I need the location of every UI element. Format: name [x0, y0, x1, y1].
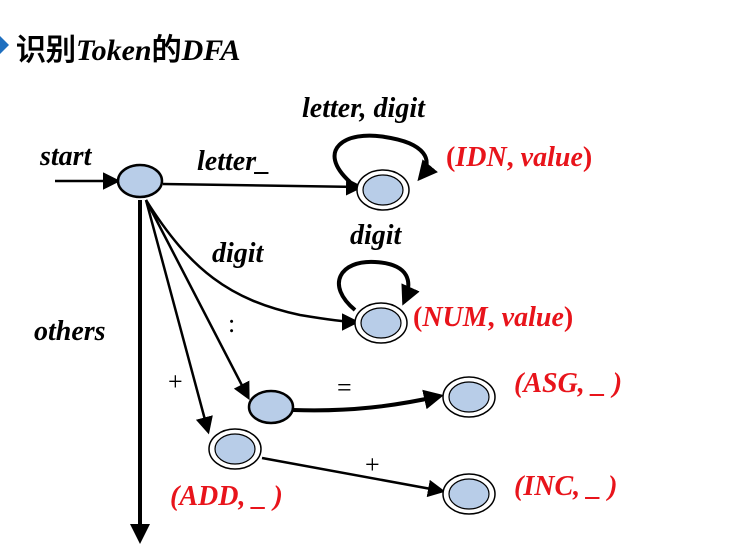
token-idn-sep: ,: [507, 142, 521, 173]
token-idn-open: (: [446, 142, 455, 173]
label-letter-underscore: letter_: [197, 146, 270, 177]
token-inc: (INC, _ ): [514, 471, 617, 502]
label-others: others: [34, 316, 106, 347]
token-num-close: ): [564, 302, 573, 333]
label-plus-left: +: [168, 367, 183, 396]
bullet-icon: [0, 36, 9, 54]
edge-digit: [144, 199, 360, 331]
label-digit-loop: digit: [350, 220, 403, 251]
token-num: (NUM, value): [413, 302, 573, 333]
state-asg-accept: [442, 376, 496, 418]
edge-plus-right: [261, 456, 446, 498]
state-inc-accept: [442, 473, 496, 515]
loop-letter-digit: [332, 133, 438, 184]
state-num-accept: [354, 302, 408, 344]
label-equals: =: [337, 373, 352, 402]
label-colon: :: [228, 309, 235, 338]
label-start: start: [39, 141, 93, 172]
loop-digit: [336, 259, 420, 312]
token-idn-value: value: [521, 142, 583, 173]
edge-letter-underscore: [162, 178, 364, 196]
label-plus-right: +: [365, 450, 380, 479]
title-part-4: DFA: [181, 34, 241, 67]
token-num-sep: ,: [488, 302, 502, 333]
state-add-accept: [208, 428, 262, 470]
token-num-name: NUM: [421, 302, 488, 333]
page-title: 识别Token的DFA: [16, 33, 241, 68]
token-num-value: value: [502, 302, 564, 333]
token-idn: (IDN, value): [446, 142, 592, 173]
edge-equals: [292, 389, 444, 413]
token-num-open: (: [413, 302, 422, 333]
label-digit-edge: digit: [212, 238, 265, 269]
token-idn-name: IDN: [454, 142, 508, 173]
label-letter-digit: letter, digit: [302, 93, 426, 124]
token-asg: (ASG, _ ): [514, 368, 622, 399]
token-add: (ADD, _ ): [170, 481, 283, 512]
edge-colon: [144, 199, 250, 401]
title-part-1: 识别: [16, 33, 76, 68]
title-part-2: Token: [76, 34, 152, 67]
token-idn-close: ): [583, 142, 592, 173]
edge-plus-left: [144, 199, 213, 435]
state-idn-accept: [356, 169, 410, 211]
title-part-3: 的: [152, 33, 182, 68]
state-colon: [247, 389, 295, 425]
state-start: [116, 163, 164, 199]
